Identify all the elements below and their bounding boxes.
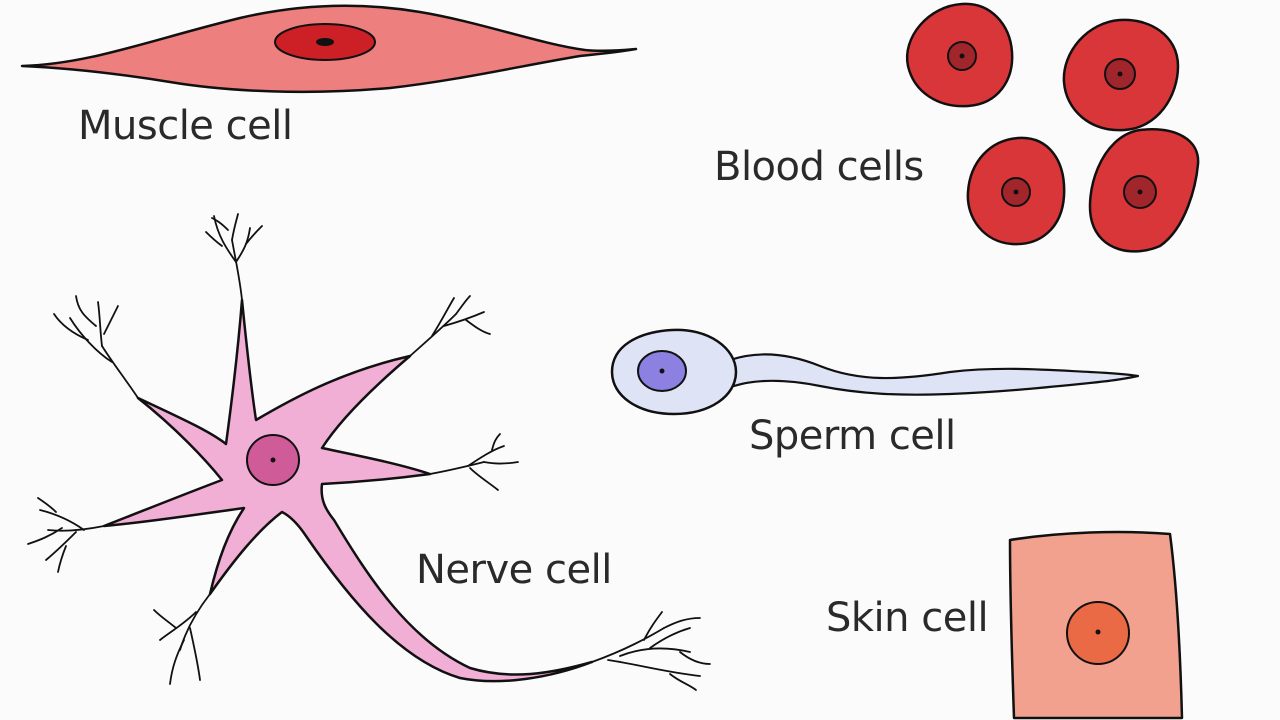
muscle-cell (20, 4, 638, 94)
nerve-cell-nucleolus (270, 457, 276, 463)
sperm-cell-tail (728, 353, 1140, 396)
blood-cells (905, 2, 1200, 253)
sperm-cell-nucleolus (659, 368, 665, 374)
nerve-cell-body (102, 298, 594, 683)
skin-cell-nucleolus (1095, 629, 1101, 635)
blood-cell (966, 136, 1066, 246)
nerve-cell-label: Nerve cell (416, 547, 612, 593)
sperm-cell (610, 328, 1140, 416)
blood-cell (1062, 18, 1180, 132)
nerve-cell (27, 213, 711, 691)
blood-cell (905, 2, 1014, 108)
sperm-cell-label: Sperm cell (749, 413, 956, 459)
blood-cell (1088, 128, 1200, 253)
skin-cell-label: Skin cell (826, 595, 989, 641)
muscle-cell-label: Muscle cell (78, 103, 293, 149)
muscle-cell-nucleolus (316, 38, 334, 46)
nerve-cell-dendrites (27, 213, 711, 691)
blood-cells-label: Blood cells (714, 144, 924, 190)
skin-cell (1008, 530, 1184, 720)
